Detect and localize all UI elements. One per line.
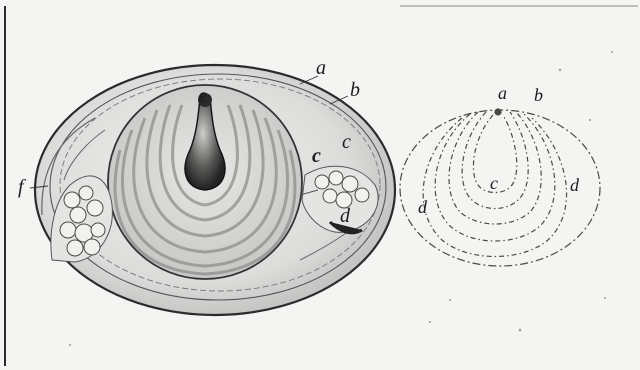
label-b-left: b bbox=[350, 80, 360, 100]
label-d-left: d bbox=[340, 206, 350, 226]
label-b-right: b bbox=[534, 86, 543, 104]
label-a-left: a bbox=[316, 58, 326, 78]
label-c-left-outer: c bbox=[342, 132, 351, 152]
label-e-left: e bbox=[198, 86, 207, 106]
label-d-right-right: d bbox=[570, 176, 579, 194]
schematic-germinal-point bbox=[495, 109, 501, 115]
label-c-left-inner: c bbox=[312, 146, 321, 166]
label-c-right: c bbox=[490, 174, 498, 192]
label-f-left: f bbox=[18, 177, 24, 197]
left-egg-drawing bbox=[30, 65, 395, 315]
label-a-right: a bbox=[498, 84, 507, 102]
label-d-right-left: d bbox=[418, 198, 427, 216]
